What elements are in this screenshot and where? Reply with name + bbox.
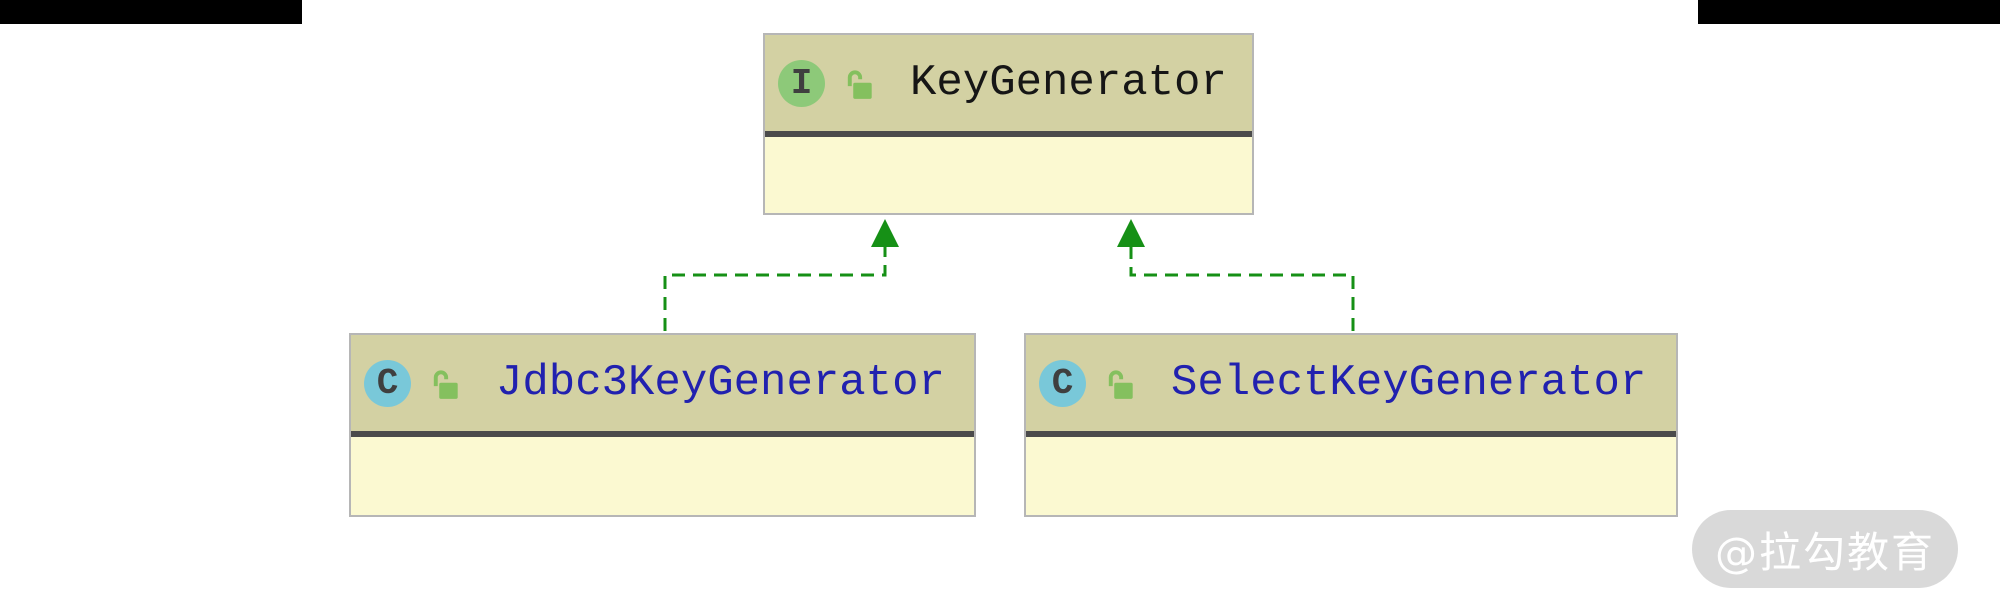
edge-selectkey-implements-keygenerator[interactable] — [1117, 219, 1355, 331]
watermark-badge: @拉勾教育 — [1692, 510, 1958, 588]
top-right-black-bar — [1698, 0, 2000, 24]
uml-separator — [351, 431, 974, 437]
uml-node-header: I KeyGenerator — [765, 35, 1252, 131]
uml-node-jdbc3keygenerator[interactable]: C Jdbc3KeyGenerator — [349, 333, 976, 517]
top-left-black-bar — [0, 0, 302, 24]
uml-node-keygenerator[interactable]: I KeyGenerator — [763, 33, 1254, 215]
badge-letter: I — [790, 62, 813, 104]
uml-node-header: C SelectKeyGenerator — [1026, 335, 1676, 431]
uml-node-name: Jdbc3KeyGenerator — [496, 358, 945, 408]
class-badge-icon: C — [364, 359, 411, 407]
uml-node-header: C Jdbc3KeyGenerator — [351, 335, 974, 431]
badge-letter: C — [1051, 362, 1074, 404]
unlocked-padlock-icon — [1105, 367, 1135, 403]
uml-node-selectkeygenerator[interactable]: C SelectKeyGenerator — [1024, 333, 1678, 517]
uml-node-body — [765, 137, 1252, 213]
interface-badge-icon: I — [778, 59, 825, 107]
uml-node-name: KeyGenerator — [910, 58, 1227, 108]
class-badge-icon: C — [1039, 359, 1086, 407]
unlocked-padlock-icon — [430, 367, 460, 403]
uml-node-name: SelectKeyGenerator — [1171, 358, 1647, 408]
edge-jdbc3-implements-keygenerator[interactable] — [663, 219, 899, 331]
uml-node-body — [351, 437, 974, 515]
uml-separator — [1026, 431, 1676, 437]
unlocked-padlock-icon — [844, 67, 874, 103]
uml-node-body — [1026, 437, 1676, 515]
watermark-text: @拉勾教育 — [1714, 527, 1935, 577]
implements-arrowhead-icon — [871, 219, 899, 247]
badge-letter: C — [376, 362, 399, 404]
implements-arrowhead-icon — [1117, 219, 1145, 247]
uml-separator — [765, 131, 1252, 137]
